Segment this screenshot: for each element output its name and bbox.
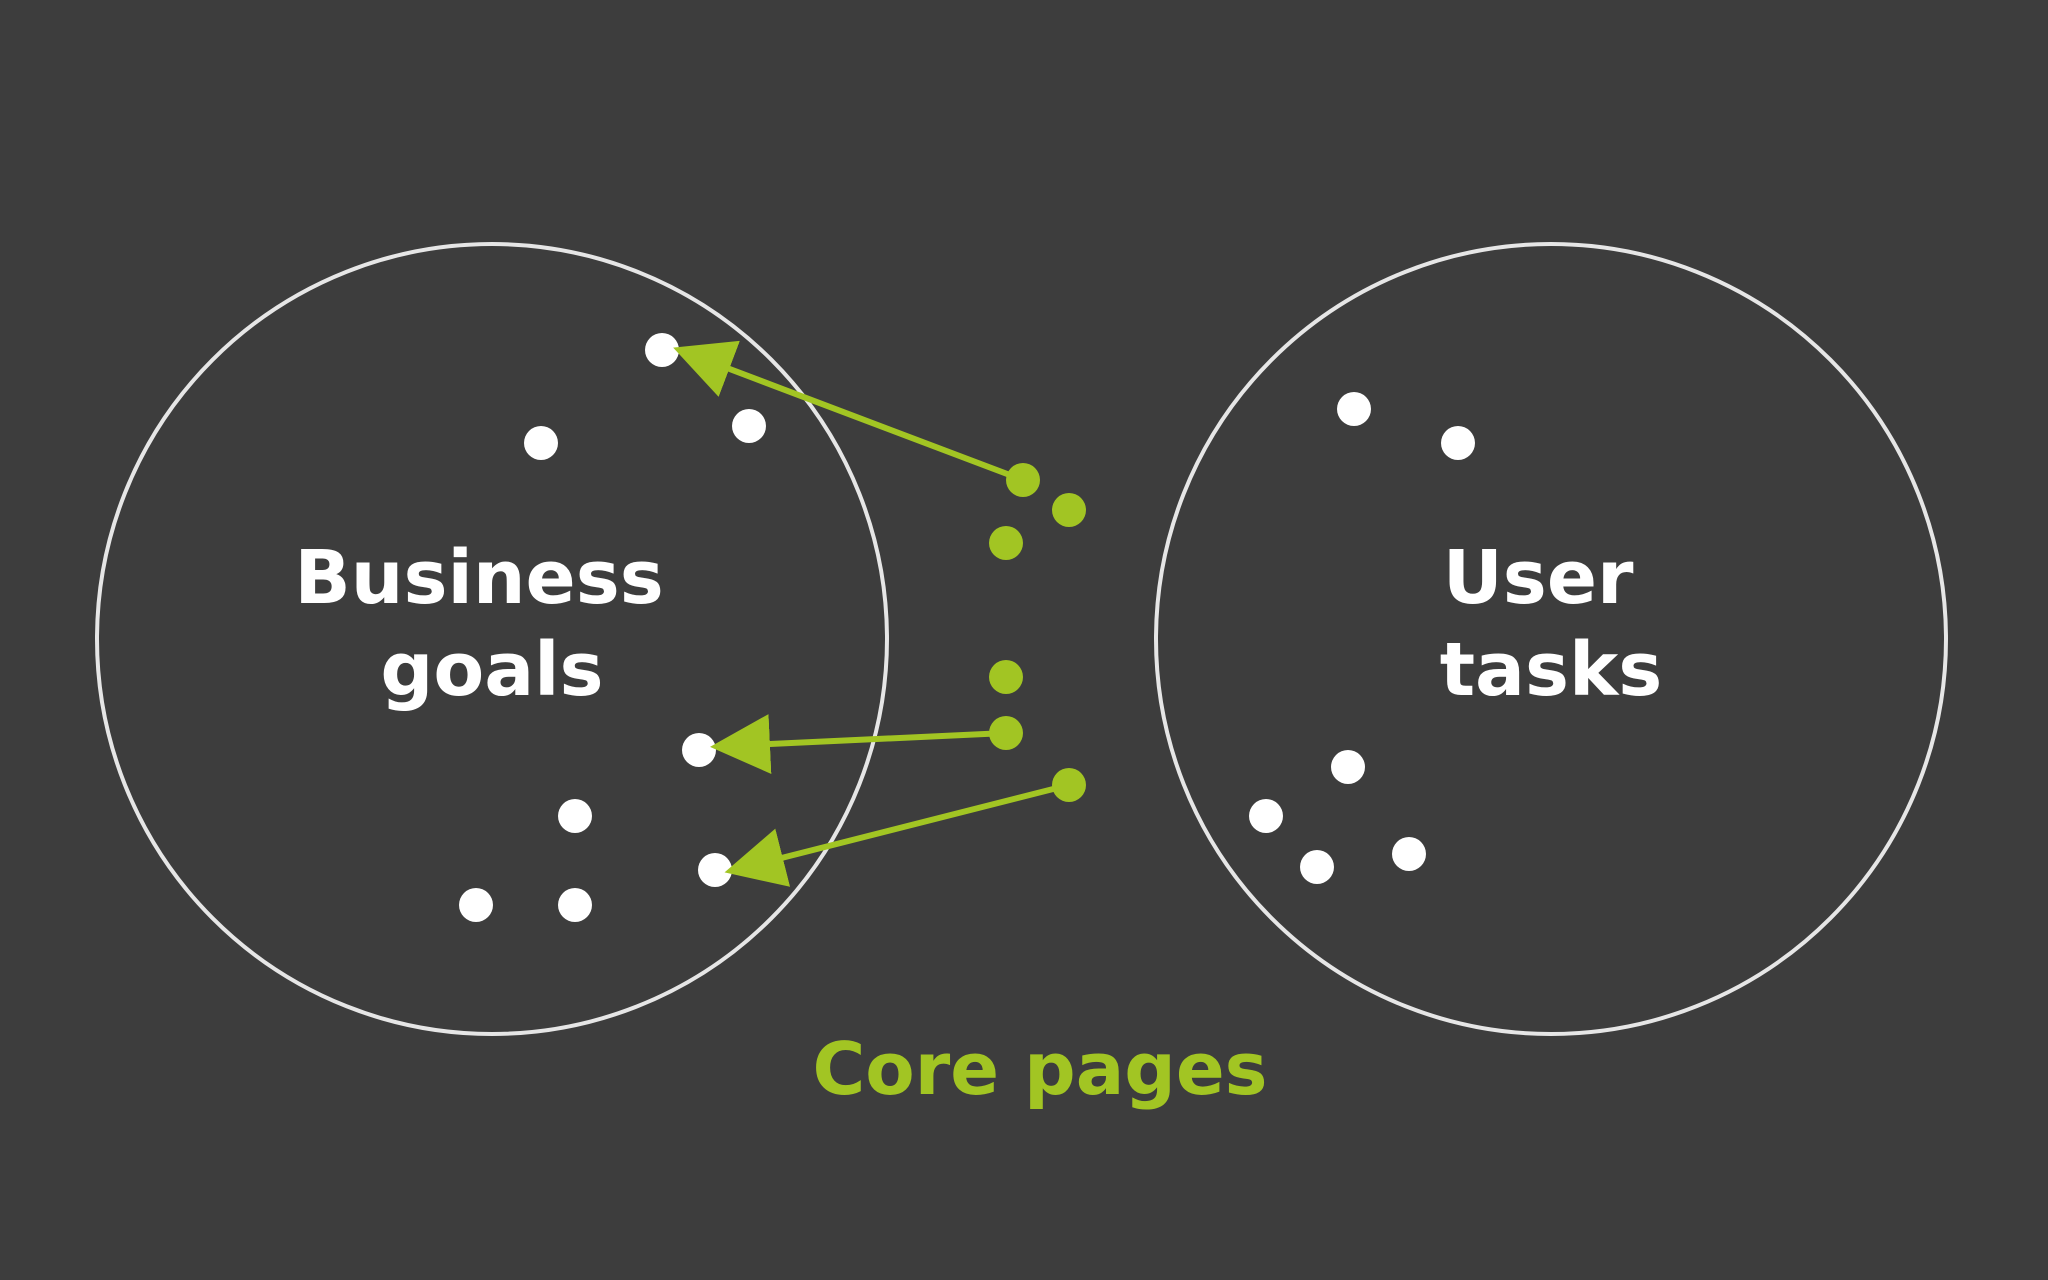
business-goal-dot	[558, 799, 592, 833]
arrows	[673, 340, 1070, 887]
core-pages-label: Core pages	[812, 1027, 1267, 1111]
user-task-dot	[1392, 837, 1426, 871]
user-task-dot	[1300, 850, 1334, 884]
business-goals-label-line1: Business	[294, 535, 663, 621]
user-tasks-label-line2: tasks	[1440, 627, 1663, 713]
core-page-dot	[1052, 768, 1086, 802]
business-goals-circle	[95, 242, 889, 1036]
business-goal-dot	[645, 333, 679, 367]
user-tasks-label-line1: User	[1443, 535, 1634, 621]
core-page-dot	[989, 526, 1023, 560]
business-goal-dot	[459, 888, 493, 922]
user-tasks-label: User tasks	[1440, 535, 1663, 713]
business-goal-dot	[524, 426, 558, 460]
business-goal-dot	[558, 888, 592, 922]
arrow	[724, 782, 1070, 887]
business-goals-label: Business goals	[294, 535, 689, 713]
business-goals-dots	[459, 333, 766, 922]
user-tasks-dots	[1249, 392, 1475, 884]
core-page-dot	[989, 660, 1023, 694]
core-page-dot	[1052, 493, 1086, 527]
user-tasks-circle	[1154, 242, 1948, 1036]
business-goal-dot	[732, 409, 766, 443]
user-task-dot	[1337, 392, 1371, 426]
arrow	[710, 714, 1007, 775]
business-goals-label-line2: goals	[380, 627, 603, 713]
business-goal-dot	[682, 733, 716, 767]
user-task-dot	[1441, 426, 1475, 460]
user-task-dot	[1249, 799, 1283, 833]
core-pages-dots	[989, 463, 1086, 802]
core-page-dot	[989, 716, 1023, 750]
business-goal-dot	[698, 853, 732, 887]
user-task-dot	[1331, 750, 1365, 784]
core-page-dot	[1006, 463, 1040, 497]
arrow	[673, 340, 1025, 483]
